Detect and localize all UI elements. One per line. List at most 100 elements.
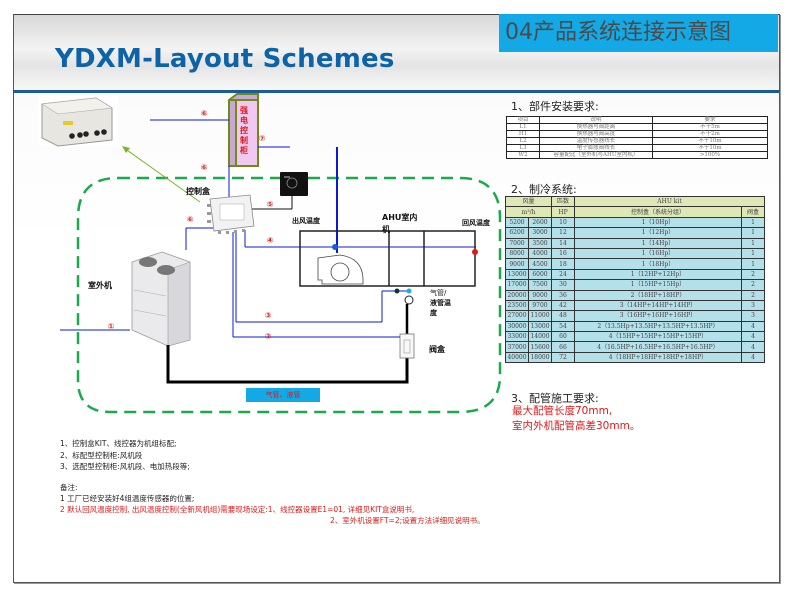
table-cell: 6200 [505, 227, 529, 239]
valve-box-label: 阀盒 [429, 345, 445, 354]
liquid-pipe-sensor [406, 288, 412, 294]
table-cell: 1（12HP+12Hp） [574, 268, 742, 281]
return-sensor [472, 249, 478, 255]
table-cell: 1 [741, 237, 765, 249]
title-divider [13, 90, 779, 93]
table-cell: 2（18HP+18HP） [574, 289, 742, 301]
marker-7: ⑦ [259, 134, 266, 143]
table-cell: 16 [551, 247, 575, 260]
piping-line-1: 最大配管长度70mm, [512, 405, 613, 417]
table-cell: 66 [551, 341, 575, 353]
marker-5: ⑤ [267, 200, 274, 209]
fan-icon [317, 254, 364, 285]
table-cell: 3（16HP+16HP+16HP） [574, 310, 742, 322]
pipe-temp-label-3: 度 [430, 309, 437, 317]
table-cell: 3（14HP+14HP+14HP） [574, 299, 742, 312]
valve-box-icon [399, 333, 415, 359]
table-cell: 14 [551, 237, 575, 249]
table-cell: 1 [741, 258, 765, 270]
table-cell: 7000 [505, 237, 529, 249]
table-cell: 4 [741, 341, 765, 353]
table-header-row: 风量 匹数 AHU kit [505, 195, 765, 208]
table-cell: 24 [551, 268, 575, 281]
control-box-icon [207, 194, 255, 234]
table-cell: 6000 [528, 268, 552, 281]
table-cell: 2（13.5Hp+13.5HP+13.5HP+13.5HP） [574, 320, 742, 333]
table-cell: 20000 [505, 289, 529, 301]
note-item-2: 2、标配型控制柜:风机段 [60, 451, 143, 460]
table-cell: 4 [741, 331, 765, 343]
table-cell: 30000 [505, 320, 529, 333]
callout-arrow [123, 147, 201, 203]
table-cell: 13000 [528, 320, 552, 333]
pipe-connector [404, 295, 414, 305]
table-cell: 27000 [505, 310, 529, 322]
electric-cabinet-icon [228, 93, 259, 167]
marker-1: ① [108, 322, 115, 331]
table-cell: 72 [551, 351, 575, 364]
table-cell: 3500 [528, 237, 552, 249]
table-cell: 13000 [505, 268, 529, 281]
piping-heading: 3、配管施工要求: [511, 392, 599, 405]
table-cell: 1（12Hp） [574, 227, 742, 239]
table-cell: 8000 [505, 247, 529, 260]
table-cell: 1 [741, 227, 765, 239]
table-cell: 40000 [505, 351, 529, 364]
pipe-temp-label-2: 液管温 [430, 299, 451, 307]
marker-4: ④ [267, 236, 274, 245]
remark-3: 2、室外机设置FT=2;设置方法详细见说明书。 [330, 516, 485, 525]
table-cell: 54 [551, 320, 575, 333]
table-cell: 2600 [528, 216, 552, 229]
table-cell: 30 [551, 279, 575, 291]
table-cell: 2 [741, 289, 765, 301]
remark-heading: 备注: [60, 483, 78, 492]
table-cell: 11000 [528, 310, 552, 322]
table-cell: 10 [551, 216, 575, 229]
table-cell: 48 [551, 310, 575, 322]
control-box-photo-icon [38, 96, 118, 147]
outlet-sensor [332, 244, 338, 250]
marker-6c: ⑥ [187, 215, 194, 224]
table-cell: 18 [551, 258, 575, 270]
gas-pipe-sensor [394, 288, 400, 294]
table-cell: 9700 [528, 299, 552, 312]
remark-2: 2 默认回风温度控制, 出风温度控制(全新风机组)需要现场设定:1、线控器设置E… [60, 505, 415, 514]
table-cell: 1（14Hp） [574, 237, 742, 249]
ahu-indoor-label: AHU室内 [382, 213, 418, 222]
table-cell: 4 [741, 320, 765, 333]
table-cell: 7500 [528, 279, 552, 291]
pipe-temp-label-1: 气管/ [430, 289, 447, 297]
table-cell: 4 [741, 351, 765, 364]
outdoor-unit-icon [130, 250, 191, 348]
table-cell: 3 [741, 299, 765, 312]
page-title: YDXM-Layout Schemes [55, 44, 395, 74]
table-cell: 4000 [528, 247, 552, 260]
marker-6b: ⑥ [201, 163, 208, 172]
section-badge: 04产品系统连接示意图 [499, 14, 778, 52]
table-cell: 14000 [528, 331, 552, 343]
table-cell: 60 [551, 331, 575, 343]
table-cell: 12 [551, 227, 575, 239]
table-cell: 1（15HP+15Hp） [574, 279, 742, 291]
col-header: 要求 [652, 116, 768, 124]
refrig-heading: 2、制冷系统: [511, 183, 577, 196]
wired-controller-icon [280, 172, 308, 196]
table-cell: 3000 [528, 227, 552, 239]
cabinet-label: 强电控制柜 [240, 106, 248, 155]
table-cell: 1 [741, 247, 765, 260]
table-cell: 1 [741, 216, 765, 229]
